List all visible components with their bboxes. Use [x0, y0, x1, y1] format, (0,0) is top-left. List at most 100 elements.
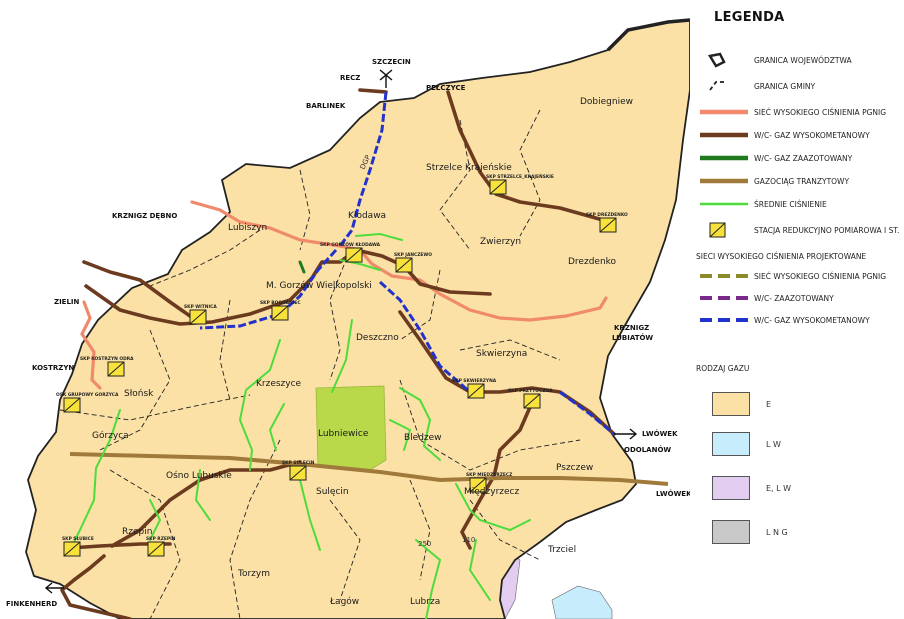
place-label: Międzyrzecz — [464, 487, 519, 497]
gas-swatch-lng — [712, 520, 750, 544]
legend-label: ŚREDNIE CIŚNIENIE — [754, 199, 827, 209]
legend-row: SIEĆ WYSOKIEGO CIŚNIENIA PGNIG — [696, 104, 886, 120]
place-label: Strzelce Krajeńskie — [426, 163, 512, 173]
voivodeship-border-icon — [708, 52, 726, 68]
edge-label: KOSTRZYN — [32, 364, 74, 372]
projected-heading: SIECI WYSOKIEGO CIŚNIENIA PROJEKTOWANE — [696, 252, 867, 261]
gas-type-heading: RODZAJ GAZU — [696, 364, 750, 373]
station-label: SKP SKWIERZYNA — [452, 378, 497, 384]
station-label: SKP STRZELCE_KRAJEŃSKIE — [486, 172, 554, 180]
station-slubice[interactable] — [63, 541, 81, 557]
legend-row: W/C- GAZ WYSOKOMETANOWY — [696, 312, 870, 328]
gmina-border-icon — [709, 81, 724, 91]
nitrogen-lines — [298, 260, 306, 274]
border-north-east — [606, 18, 690, 52]
legend-label: GRANICA WOJEWÓDZTWA — [754, 55, 852, 65]
station-janczewo[interactable] — [395, 257, 413, 273]
station-bogdaniec[interactable] — [271, 305, 289, 321]
station-label: SKP RZEPIN — [146, 536, 176, 542]
station-gorzyca[interactable] — [63, 397, 81, 413]
high-methane-line-icon — [700, 132, 748, 138]
area-lw — [551, 585, 613, 619]
edge-label: LUBIATÓW — [612, 333, 653, 342]
edge-arrows — [44, 69, 638, 594]
edge-label: KRZNIGZ — [614, 324, 649, 332]
station-label: OSK GRUPOWY GORZYCA — [56, 392, 119, 398]
edge-label: RECZ — [340, 74, 360, 82]
legend-label: SIEĆ WYSOKIEGO CIŚNIENIA PGNIG — [754, 271, 887, 281]
legend-label: GRANICA GMINY — [754, 81, 816, 91]
place-label: M. Gorzów Wielkopolski — [266, 280, 372, 291]
projected-blue-lines — [199, 91, 615, 436]
place-label: Bledzew — [404, 433, 442, 443]
station-skwierzyna[interactable] — [467, 383, 485, 399]
legend-row: W/C- GAZ WYSOKOMETANOWY — [696, 127, 870, 143]
place-label: Lubniewice — [318, 429, 369, 439]
gas-swatch-e — [712, 392, 750, 416]
station-label: SKP SULĘCIN — [282, 460, 315, 466]
station-rzepin[interactable] — [147, 541, 165, 557]
station-drezdenko[interactable] — [599, 217, 617, 233]
legend-label: W/C- GAZ ZAAZOTOWANY — [754, 153, 853, 163]
legend-row: SIEĆ WYSOKIEGO CIŚNIENIA PGNIG — [696, 268, 886, 284]
station-icon — [709, 222, 726, 238]
gas-type-label: E, L W — [766, 483, 792, 493]
place-label: Zwierzyn — [480, 237, 521, 247]
legend-row: GAZOCIĄG TRANZYTOWY — [696, 173, 849, 189]
station-gorzow-klodawa[interactable] — [345, 247, 363, 263]
edge-label: PEŁCZYCE — [426, 84, 466, 92]
station-miedzyrzecz[interactable] — [469, 477, 487, 493]
edge-label: LWÓWEK — [642, 429, 678, 438]
edge-label: ZIELIN — [54, 298, 80, 306]
place-label: Pszczew — [556, 463, 593, 473]
projected-pgnig-icon — [700, 274, 748, 278]
gas-type-row: E — [696, 392, 771, 416]
place-label: Sulęcin — [316, 487, 349, 497]
station-przytoczna[interactable] — [523, 393, 541, 409]
place-label: Ośno Lubuskie — [166, 470, 232, 481]
station-sulecin[interactable] — [289, 465, 307, 481]
gas-network-map: SKP STRZELCE_KRAJEŃSKIE SKP DREZDENKO SK… — [6, 18, 690, 619]
station-label: SKP BOGDANIEC — [260, 300, 301, 306]
edge-label: ODOLANÓW — [624, 445, 671, 454]
legend-label: W/C- GAZ WYSOKOMETANOWY — [754, 315, 870, 325]
gas-type-row: E, L W — [696, 476, 791, 500]
medium-pressure-lines — [69, 232, 531, 619]
reduction-stations — [63, 179, 617, 557]
station-kostrzyn[interactable] — [107, 361, 125, 377]
nitrogen-line-icon — [700, 155, 748, 161]
transit-line-icon — [700, 178, 748, 184]
station-strzelce[interactable] — [489, 179, 507, 195]
legend-label: SIEĆ WYSOKIEGO CIŚNIENIA PGNIG — [754, 107, 887, 117]
legend-row: ŚREDNIE CIŚNIENIE — [696, 196, 827, 212]
legend-title: LEGENDA — [714, 10, 785, 25]
station-label: SKP KOSTRZYN ODRA — [80, 356, 134, 362]
place-label: Lubiszyn — [228, 223, 267, 233]
lubniewice-field — [315, 385, 387, 471]
road-label: 250 — [418, 540, 431, 548]
place-label: Deszczno — [356, 333, 399, 343]
legend: LEGENDA GRANICA WOJEWÓDZTWA GRANICA GMIN… — [690, 0, 904, 619]
place-label: Skwierzyna — [476, 349, 527, 359]
place-label: Trzciel — [547, 545, 576, 555]
station-witnica[interactable] — [189, 309, 207, 325]
legend-row: STACJA REDUKCYJNO POMIAROWA I ST. — [696, 222, 899, 238]
station-label: SKP PRZYTOCZNA — [508, 388, 553, 394]
place-label: Krzeszyce — [256, 379, 302, 389]
gas-swatch-lw — [712, 432, 750, 456]
place-label: Rzepin — [122, 527, 152, 537]
legend-label: W/C- GAZ WYSOKOMETANOWY — [754, 130, 870, 140]
medium-pressure-line-icon — [700, 202, 748, 206]
transit-pipeline — [69, 452, 669, 486]
gas-type-label: E — [766, 399, 772, 409]
legend-label: GAZOCIĄG TRANZYTOWY — [754, 176, 850, 186]
edge-label: KRZNIGZ DĘBNO — [112, 212, 177, 220]
place-label: Dobiegniew — [580, 97, 633, 107]
place-label: Łagów — [329, 596, 359, 607]
place-label: Lubrza — [410, 597, 440, 607]
legend-label: STACJA REDUKCYJNO POMIAROWA I ST. — [754, 225, 900, 235]
legend-row: GRANICA GMINY — [696, 78, 815, 94]
gas-swatch-e-lw — [712, 476, 750, 500]
gas-type-row: L W — [696, 432, 781, 456]
